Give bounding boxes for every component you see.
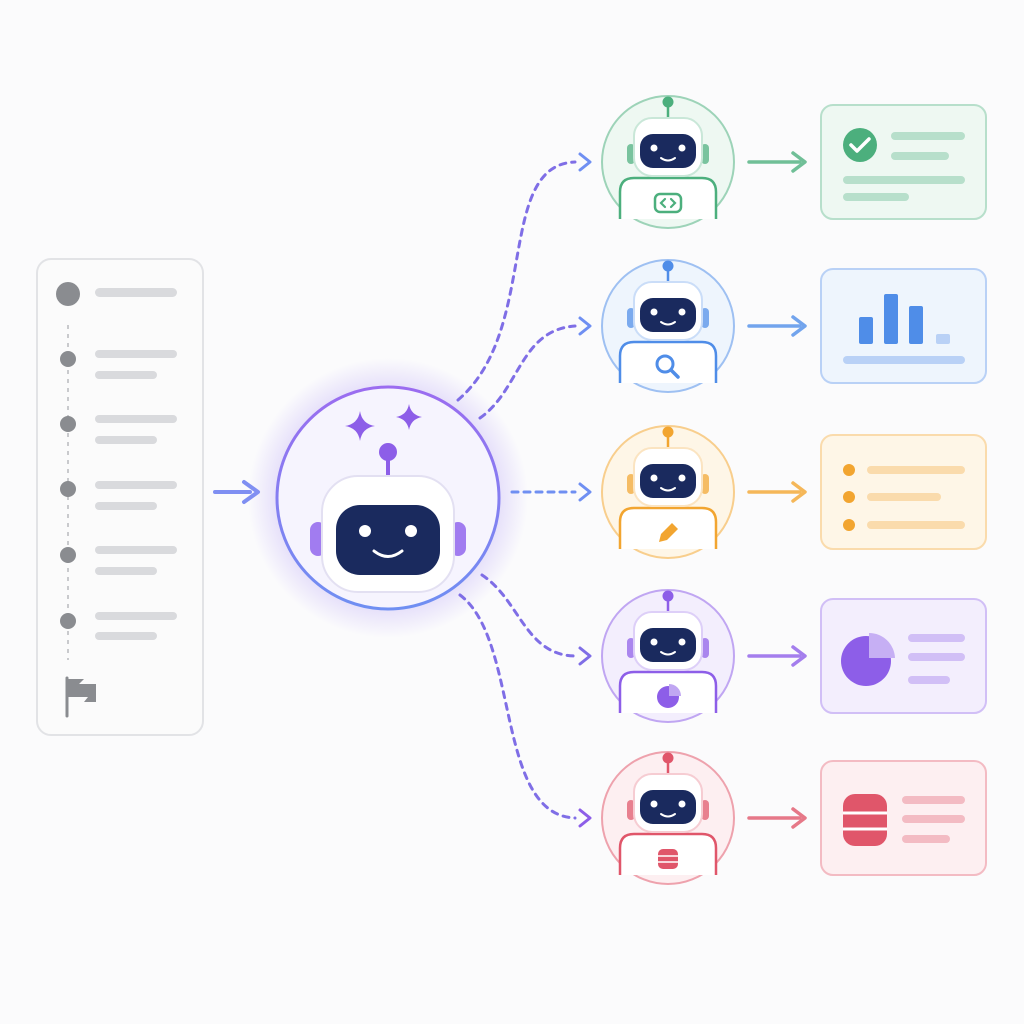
agent-node-code bbox=[601, 95, 735, 229]
agent-node-analyze bbox=[601, 589, 735, 723]
code-icon bbox=[653, 192, 683, 214]
agent-node-write bbox=[601, 425, 735, 559]
task-step bbox=[60, 546, 177, 575]
agent-row-database bbox=[601, 751, 987, 885]
task-step bbox=[60, 415, 177, 444]
database-icon bbox=[658, 849, 678, 869]
task-step bbox=[60, 612, 177, 640]
output-card-write bbox=[820, 434, 987, 550]
task-list-panel bbox=[36, 258, 204, 736]
agent-row-code bbox=[601, 95, 987, 229]
agent-robot-icon bbox=[618, 426, 718, 549]
agent-robot-icon bbox=[618, 96, 718, 219]
bar-chart-icon bbox=[859, 294, 950, 344]
connector-arrowheads bbox=[578, 152, 592, 828]
database-icon bbox=[843, 794, 887, 846]
output-arrow-search bbox=[747, 315, 807, 337]
agent-node-database bbox=[601, 751, 735, 885]
agent-node-search bbox=[601, 259, 735, 393]
sparkle-icon bbox=[345, 404, 422, 441]
flag-icon bbox=[65, 676, 96, 718]
orchestrator-node bbox=[248, 358, 528, 638]
agent-row-search bbox=[601, 259, 987, 393]
output-arrow-analyze bbox=[747, 645, 807, 667]
output-card-code bbox=[820, 104, 987, 220]
bullet-list-icon bbox=[843, 464, 855, 531]
output-arrow-code bbox=[747, 151, 807, 173]
agent-robot-icon bbox=[618, 260, 718, 383]
pie-chart-icon bbox=[841, 632, 895, 686]
start-dot-icon bbox=[56, 282, 80, 306]
output-card-database bbox=[820, 760, 987, 876]
output-arrow-database bbox=[747, 807, 807, 829]
task-step bbox=[60, 481, 177, 510]
pencil-icon bbox=[659, 523, 678, 542]
agent-row-write bbox=[601, 425, 987, 559]
agent-row-analyze bbox=[601, 589, 987, 723]
output-arrow-write bbox=[747, 481, 807, 503]
search-icon bbox=[655, 354, 680, 379]
pie-chart-icon bbox=[657, 684, 681, 708]
orchestrator-robot-icon bbox=[310, 443, 466, 593]
orchestrator-connectors bbox=[456, 160, 577, 820]
output-card-search bbox=[820, 268, 987, 384]
task-step bbox=[60, 350, 177, 379]
output-card-analyze bbox=[820, 598, 987, 714]
agents-layer bbox=[601, 95, 987, 885]
check-circle-icon bbox=[843, 128, 877, 162]
